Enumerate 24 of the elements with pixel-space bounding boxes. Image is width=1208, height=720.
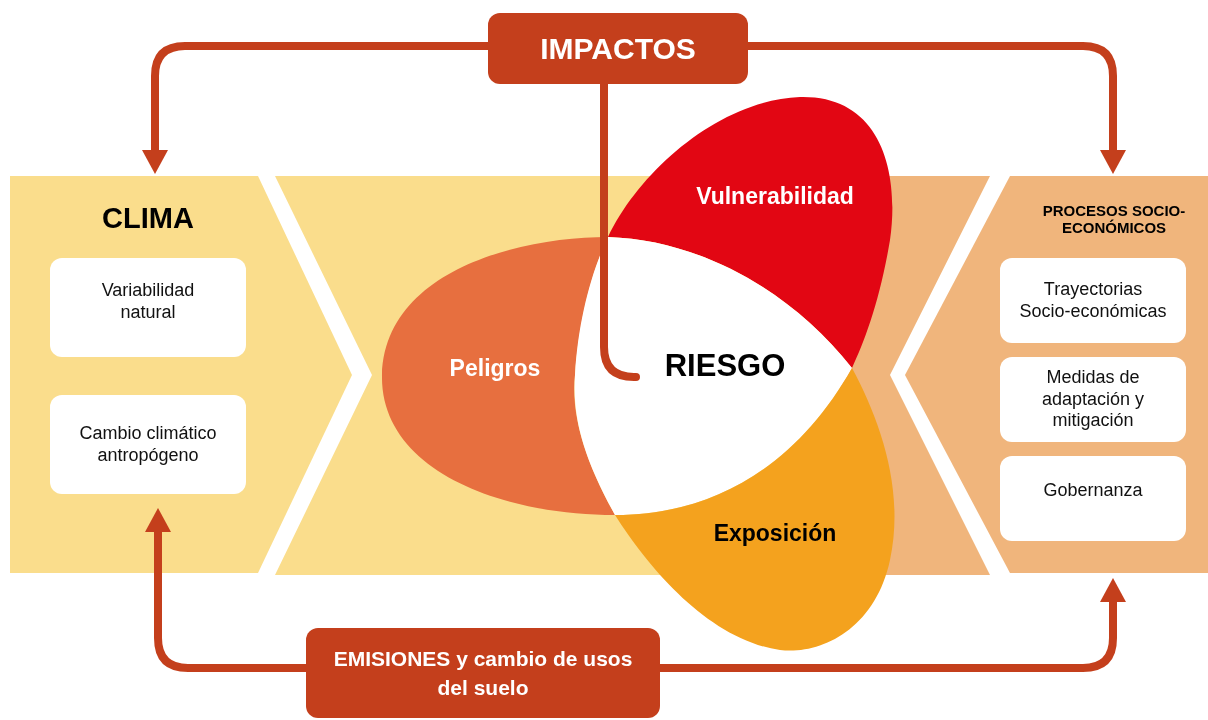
petal-label: RIESGO: [664, 348, 786, 384]
panel-heading: CLIMA: [102, 201, 194, 235]
arrow: [145, 508, 306, 672]
factor-label: Medidas de adaptación y mitigación: [1040, 367, 1146, 432]
factor-box: [1000, 456, 1186, 541]
factor-box: [1000, 258, 1186, 343]
arrow: [748, 42, 1126, 174]
impacts-box: [488, 13, 748, 84]
arrow: [660, 578, 1126, 672]
panel-heading: PROCESOS SOCIO-ECONÓMICOS: [1041, 201, 1187, 237]
factor-box: [50, 395, 246, 494]
emissions-box: [306, 628, 660, 718]
petal-label: Peligros: [449, 354, 541, 382]
factor-label: Gobernanza: [1043, 479, 1143, 502]
factor-label: Variabilidad natural: [100, 279, 196, 324]
petal-label: Exposición: [713, 519, 837, 547]
factor-label: Trayectorias Socio-económicas: [1018, 278, 1168, 323]
factor-label: Cambio climático antropógeno: [78, 422, 218, 467]
factor-box: [50, 258, 246, 357]
petal-label: Vulnerabilidad: [696, 182, 854, 210]
factor-box: [1000, 357, 1186, 442]
arrow: [142, 42, 488, 174]
driver-label: EMISIONES y cambio de usos del suelo: [332, 645, 634, 701]
driver-label: IMPACTOS: [540, 31, 696, 66]
